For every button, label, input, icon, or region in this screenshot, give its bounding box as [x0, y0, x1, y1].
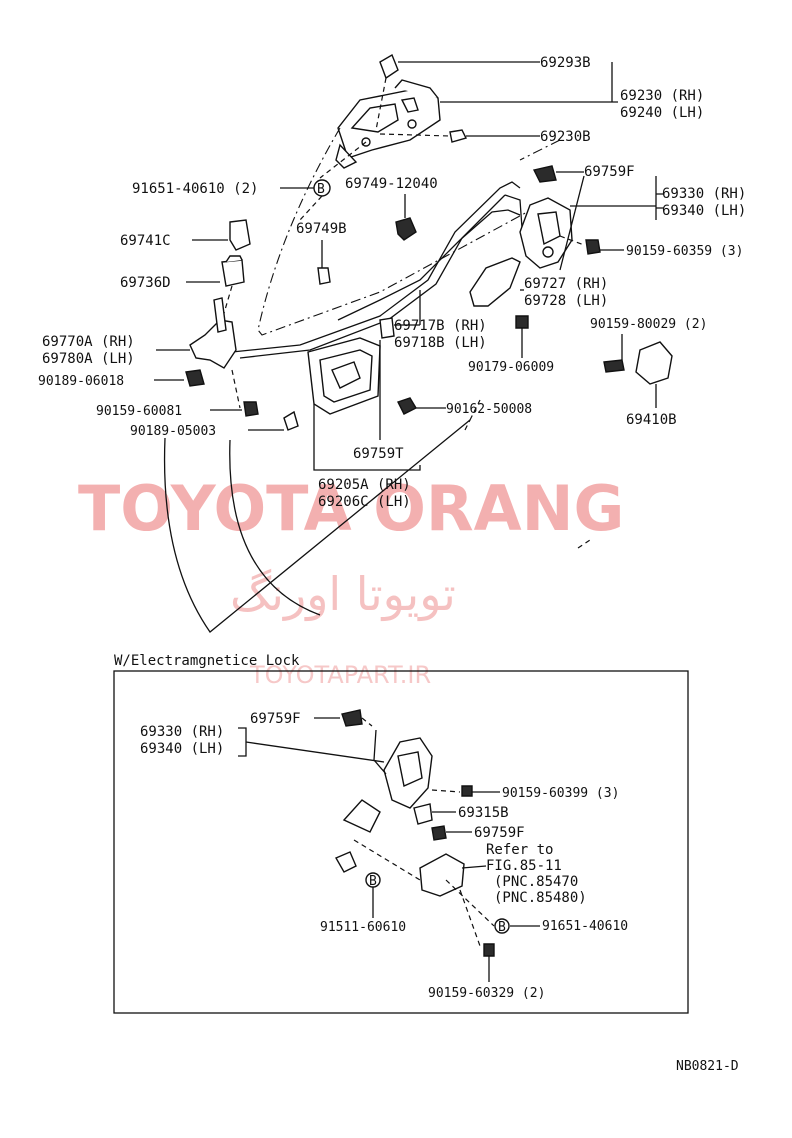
- label-69230-rh: 69230 (RH): [620, 88, 704, 104]
- door-lock-assembly-drawing: [519, 165, 573, 269]
- inset-label-90159-60399: 90159-60399 (3): [502, 786, 619, 801]
- inset-label-90159-60329: 90159-60329 (2): [428, 986, 545, 1001]
- watermark-url: TOYOTAPART.IR: [249, 661, 431, 689]
- inset-refer-line2: FIG.85-11: [486, 858, 562, 874]
- electromagnetic-lock-drawing: [335, 709, 465, 897]
- inset-refer-line1: Refer to: [486, 842, 553, 858]
- label-69770A-rh: 69770A (RH): [42, 334, 135, 350]
- label-69741C: 69741C: [120, 233, 171, 249]
- inset-label-69330-rh: 69330 (RH): [140, 724, 224, 740]
- inset-label-69340-lh: 69340 (LH): [140, 741, 224, 757]
- label-69749B: 69749B: [296, 221, 347, 237]
- watermark-brand: TOYOTA ORANG: [78, 472, 624, 545]
- label-90162-50008: 90162-50008: [446, 402, 532, 417]
- inset-label-69759F-a: 69759F: [250, 711, 301, 727]
- label-69780A-lh: 69780A (LH): [42, 351, 135, 367]
- label-91651-40610-2: 91651-40610 (2): [132, 181, 258, 197]
- callout-b-top: B: [317, 182, 325, 197]
- watermark-persian: تویوتا اورنگ: [230, 567, 456, 622]
- callout-b-inset-left: B: [369, 874, 377, 889]
- label-69410B: 69410B: [626, 412, 677, 428]
- label-69749-12040: 69749-12040: [345, 176, 438, 192]
- inset-label-69315B: 69315B: [458, 805, 509, 821]
- figure-id: NB0821-D: [676, 1059, 739, 1074]
- label-90159-60359: 90159-60359 (3): [626, 244, 743, 259]
- label-69759T: 69759T: [353, 446, 404, 462]
- label-69759F-top: 69759F: [584, 164, 635, 180]
- label-90179-06009: 90179-06009: [468, 360, 554, 375]
- inset-refer-line4: (PNC.85480): [494, 890, 587, 906]
- label-69240-lh: 69240 (LH): [620, 105, 704, 121]
- inset-title: W/Electramgnetice Lock: [114, 653, 300, 669]
- label-69736D: 69736D: [120, 275, 171, 291]
- label-69330-rh: 69330 (RH): [662, 186, 746, 202]
- label-90189-05003: 90189-05003: [130, 424, 216, 439]
- label-90159-60081: 90159-60081: [96, 404, 182, 419]
- label-69340-lh: 69340 (LH): [662, 203, 746, 219]
- label-90159-80029: 90159-80029 (2): [590, 317, 707, 332]
- label-69728-lh: 69728 (LH): [524, 293, 608, 309]
- label-69727-rh: 69727 (RH): [524, 276, 608, 292]
- label-69717B-rh: 69717B (RH): [394, 318, 487, 334]
- inset-label-69759F-b: 69759F: [474, 825, 525, 841]
- inset-label-91651-40610: 91651-40610: [542, 919, 628, 934]
- label-90189-06018: 90189-06018: [38, 374, 124, 389]
- outside-handle-drawing: [319, 53, 468, 179]
- label-69293B: 69293B: [540, 55, 591, 71]
- callout-b-inset-right: B: [498, 920, 506, 935]
- inset-label-91511-60610: 91511-60610: [320, 920, 406, 935]
- label-69230B: 69230B: [540, 129, 591, 145]
- inset-frame: [113, 670, 689, 1014]
- label-69206C-lh: 69206C (LH): [318, 494, 411, 510]
- label-69718B-lh: 69718B (LH): [394, 335, 487, 351]
- inset-refer-line3: (PNC.85470: [494, 874, 578, 890]
- label-69205A-rh: 69205A (RH): [318, 477, 411, 493]
